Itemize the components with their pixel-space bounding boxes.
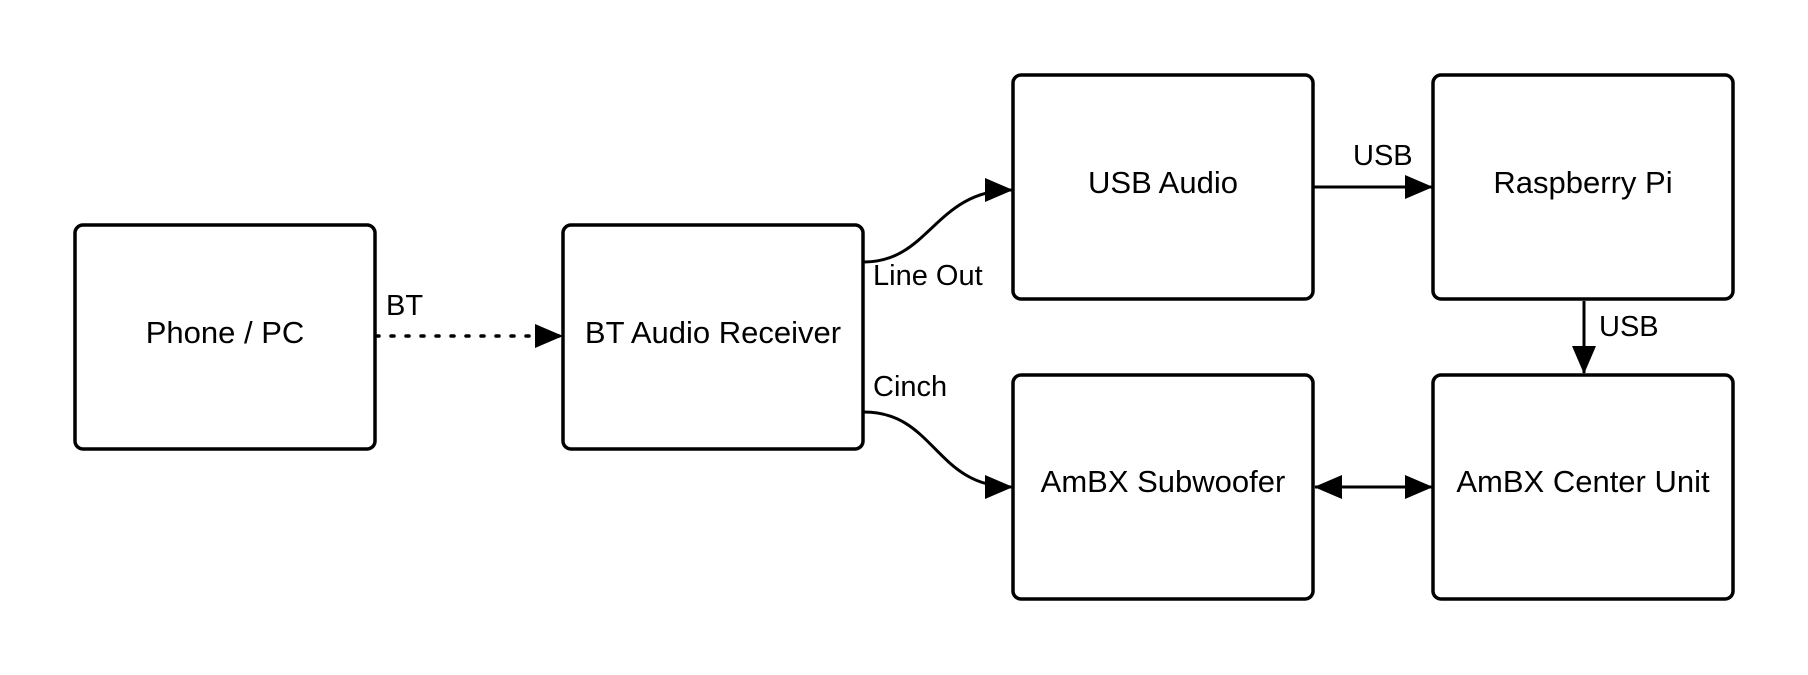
node-label: Raspberry Pi (1493, 165, 1672, 200)
edge-label-usb-vertical: USB (1599, 311, 1659, 343)
node-raspberry-pi: Raspberry Pi (1431, 73, 1735, 301)
edge-cinch (863, 410, 1013, 499)
node-label: Phone / PC (146, 315, 305, 350)
edge-label-bt: BT (386, 290, 423, 322)
edge-label-line-out: Line Out (873, 260, 983, 292)
node-label: BT Audio Receiver (585, 315, 841, 350)
edge-label-usb-horizontal: USB (1353, 140, 1413, 172)
node-label: AmBX Center Unit (1456, 464, 1710, 499)
node-bt-audio-receiver: BT Audio Receiver (561, 223, 865, 451)
node-label: USB Audio (1088, 165, 1238, 200)
edge-label-cinch: Cinch (873, 371, 947, 403)
node-label: AmBX Subwoofer (1041, 464, 1286, 499)
edge-line-out (863, 178, 1013, 264)
node-ambx-subwoofer: AmBX Subwoofer (1011, 373, 1315, 601)
node-ambx-center-unit: AmBX Center Unit (1431, 373, 1735, 601)
node-phone-pc: Phone / PC (73, 223, 377, 451)
node-usb-audio: USB Audio (1011, 73, 1315, 301)
